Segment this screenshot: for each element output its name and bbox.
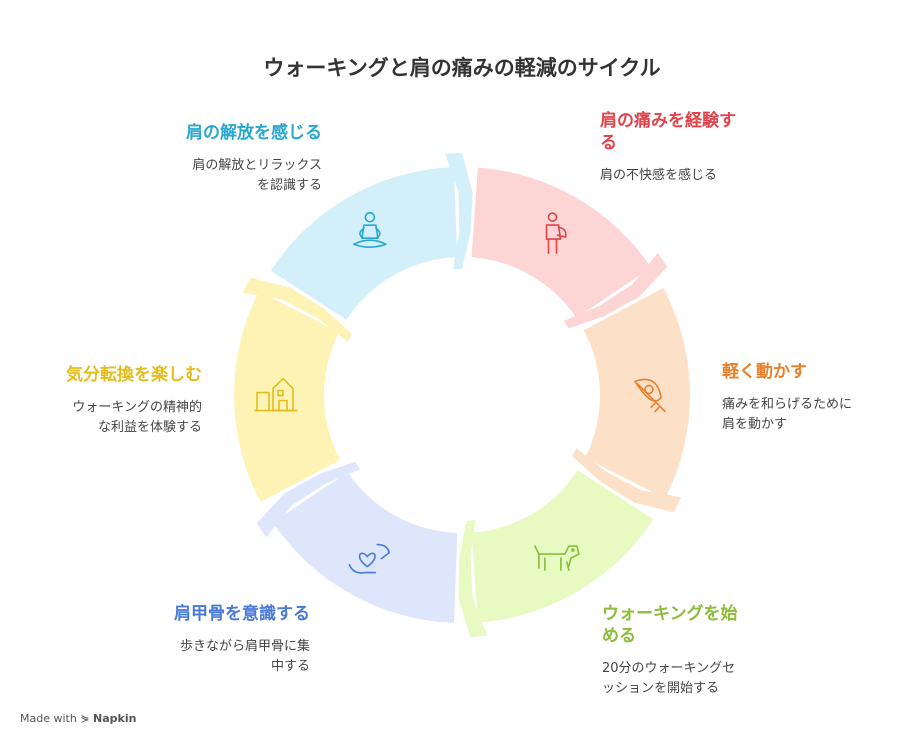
step-heading-line: 肩の痛みを経験す xyxy=(600,111,736,131)
cycle-segment xyxy=(234,291,341,502)
step-description-line: 20分のウォーキングセ xyxy=(602,661,736,676)
step-experience-pain: 肩の痛みを経験す る 肩の不快感を感じる xyxy=(600,110,772,186)
step-heading-line: 肩甲骨を意識する xyxy=(174,604,310,624)
step-heading-line: ウォーキングを始 xyxy=(602,604,738,624)
step-description-line: を認識する xyxy=(256,178,322,193)
step-heading-line: 肩の解放を感じる xyxy=(186,123,322,143)
step-feel-release: 肩の解放を感じる 肩の解放とリラックス を認識する xyxy=(130,122,322,196)
step-heading: ウォーキングを始 める xyxy=(602,603,772,647)
napkin-watermark[interactable]: Made with ⋟ Napkin xyxy=(20,712,136,725)
step-description: 肩の解放とリラックス を認識する xyxy=(130,156,322,196)
step-description-line: 肩を動かす xyxy=(722,417,788,432)
cycle-segment xyxy=(471,470,654,623)
cycle-connector-tab xyxy=(563,252,668,329)
step-focus-scapula: 肩甲骨を意識する 歩きながら肩甲骨に集 中する xyxy=(130,603,310,677)
cycle-segment xyxy=(583,288,690,499)
step-heading: 肩の痛みを経験す る xyxy=(600,110,772,154)
cycle-connector-tab xyxy=(445,153,473,270)
hands-heart-icon xyxy=(348,543,391,574)
watermark-prefix: Made with xyxy=(20,712,77,725)
step-enjoy-refresh: 気分転換を楽しむ ウォーキングの精神的 な利益を体験する xyxy=(20,364,202,438)
dog-icon xyxy=(534,545,580,571)
cycle-segment xyxy=(471,167,651,318)
meditation-icon xyxy=(353,211,387,248)
napkin-logo-icon: ⋟ xyxy=(80,712,90,725)
feather-icon xyxy=(634,378,666,413)
step-description-line: ッションを開始する xyxy=(602,681,720,696)
cycle-connector-tab xyxy=(242,277,352,342)
diagram-title: ウォーキングと肩の痛みの軽減のサイクル xyxy=(263,56,661,80)
step-heading: 気分転換を楽しむ xyxy=(20,364,202,386)
step-description-line: ウォーキングの精神的 xyxy=(72,400,202,415)
step-description-line: 中する xyxy=(270,659,310,674)
step-heading-line: る xyxy=(600,133,617,153)
step-move-lightly: 軽く動かす 痛みを和らげるために 肩を動かす xyxy=(722,361,892,435)
step-description-line: 痛みを和らげるために xyxy=(722,397,853,412)
cycle-connector-tab xyxy=(572,448,682,513)
cycle-connector-tab xyxy=(256,461,361,538)
step-heading: 肩甲骨を意識する xyxy=(130,603,310,625)
step-heading-line: める xyxy=(602,626,636,646)
step-description: 歩きながら肩甲骨に集 中する xyxy=(130,637,310,677)
step-heading-line: 軽く動かす xyxy=(722,362,807,382)
watermark-brand: Napkin xyxy=(93,712,137,725)
playhouse-icon xyxy=(254,377,298,412)
step-description: 20分のウォーキングセ ッションを開始する xyxy=(602,659,772,699)
step-heading-line: 気分転換を楽しむ xyxy=(66,365,202,385)
step-heading: 軽く動かす xyxy=(722,361,892,383)
step-description-line: 歩きながら肩甲骨に集 xyxy=(179,639,310,654)
cycle-segment xyxy=(270,167,458,320)
step-description-line: 肩の不快感を感じる xyxy=(600,168,718,183)
step-description-line: な利益を体験する xyxy=(97,420,202,435)
step-description-line: 肩の解放とリラックス xyxy=(192,158,322,173)
step-heading: 肩の解放を感じる xyxy=(130,122,322,144)
step-description: 痛みを和らげるために 肩を動かす xyxy=(722,395,892,435)
cycle-segment xyxy=(273,472,458,623)
step-description: ウォーキングの精神的 な利益を体験する xyxy=(20,398,202,438)
cycle-connector-tab xyxy=(458,520,488,637)
person-shoulder-pain-icon xyxy=(545,212,567,254)
step-start-walking: ウォーキングを始 める 20分のウォーキングセ ッションを開始する xyxy=(602,603,772,699)
step-description: 肩の不快感を感じる xyxy=(600,166,772,186)
